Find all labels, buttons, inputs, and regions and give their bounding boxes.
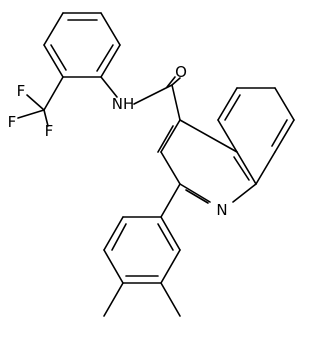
bond xyxy=(17,109,45,119)
bond xyxy=(160,119,181,153)
bond xyxy=(274,119,295,153)
bond xyxy=(179,183,211,203)
bond xyxy=(103,282,124,317)
molecule-structure: O NH N F F F xyxy=(8,12,295,317)
bond xyxy=(100,12,121,46)
fluorine-label-3: F xyxy=(45,122,54,140)
bond xyxy=(232,183,257,203)
bond xyxy=(103,249,124,284)
bond-inner xyxy=(233,156,250,181)
bond xyxy=(160,183,181,218)
bond-inner xyxy=(157,223,174,251)
fluorine-label-1: F xyxy=(17,82,26,100)
bond xyxy=(43,44,64,78)
bond xyxy=(26,94,45,111)
bond-inner xyxy=(185,189,209,204)
bond xyxy=(166,76,176,88)
bond-layer xyxy=(17,12,295,317)
bond xyxy=(274,87,295,121)
ring-nitrogen-label: N xyxy=(216,201,227,219)
bond-inner xyxy=(96,44,114,72)
bond xyxy=(160,151,181,185)
bond-inner xyxy=(157,125,174,153)
bond xyxy=(255,151,276,185)
bond xyxy=(43,76,64,111)
bond xyxy=(43,109,49,127)
bond xyxy=(160,216,181,251)
bond-inner xyxy=(50,44,67,71)
bond xyxy=(171,77,181,86)
amide-nh-label: NH xyxy=(112,95,135,113)
bond xyxy=(160,282,181,317)
bond xyxy=(236,151,257,185)
bond xyxy=(179,119,238,153)
bond xyxy=(217,119,238,153)
bond-inner xyxy=(111,223,127,251)
bond xyxy=(171,84,181,121)
label-layer: O NH N F F F xyxy=(8,63,228,219)
bond xyxy=(217,87,238,121)
bond xyxy=(100,76,118,98)
bond xyxy=(103,216,124,251)
bond-inner xyxy=(224,94,241,121)
oxygen-label: O xyxy=(175,63,187,81)
bond xyxy=(133,84,173,105)
bond xyxy=(100,44,121,78)
fluorine-label-2: F xyxy=(8,113,17,131)
bond xyxy=(43,12,64,46)
bond xyxy=(160,249,181,284)
bond-inner xyxy=(271,119,288,147)
